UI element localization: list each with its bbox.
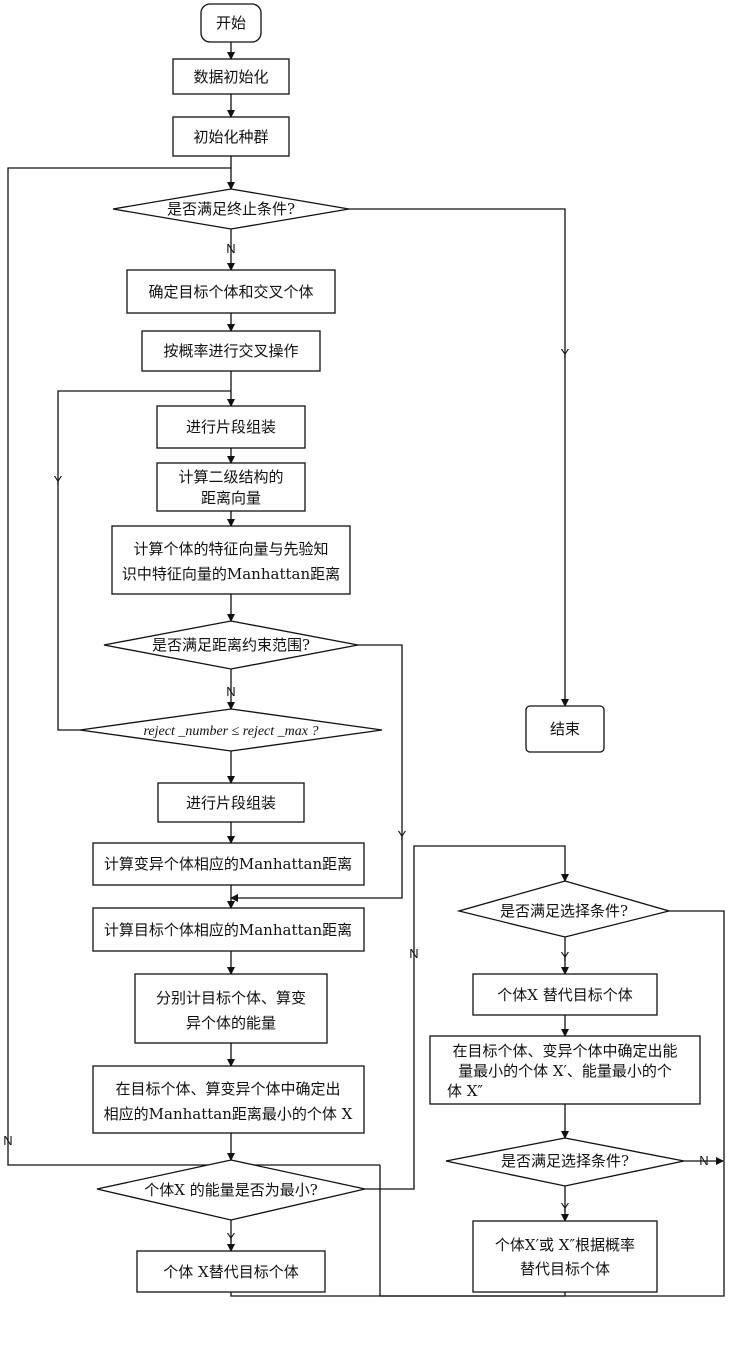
node-init-pop-label: 初始化种群 — [193, 128, 268, 146]
node-start: 开始 — [201, 4, 261, 42]
label-sel2-no: N — [699, 1153, 708, 1168]
node-x-replace-target-label: 个体 X替代目标个体 — [163, 1263, 298, 1281]
node-prob-replace-line1: 个体X′或 X″根据概率 — [495, 1236, 635, 1254]
node-min-manhattan-x-line1: 在目标个体、算变异个体中确定出 — [115, 1080, 340, 1098]
node-init-data: 数据初始化 — [173, 59, 289, 94]
node-mutant-manhattan: 计算变异个体相应的Manhattan距离 — [93, 843, 364, 885]
node-prob-replace-line2: 替代目标个体 — [520, 1260, 610, 1278]
node-start-label: 开始 — [216, 14, 246, 32]
label-energy-yes: Y — [227, 1230, 236, 1245]
decision-select-2: 是否满足选择条件? — [446, 1138, 684, 1186]
node-sec-struct-vector-line1: 计算二级结构的 — [178, 468, 283, 486]
decision-x-energy: 个体X 的能量是否为最小? — [97, 1160, 365, 1220]
node-fragment-assembly-1: 进行片段组装 — [157, 406, 305, 448]
label-outer-no: N — [3, 1133, 12, 1148]
label-term-yes: Y — [561, 346, 570, 361]
decision-reject-label: reject _number ≤ reject _max ? — [144, 724, 319, 739]
decision-termination-label: 是否满足终止条件? — [167, 200, 295, 218]
label-sel2-yes: Y — [561, 1200, 570, 1215]
node-fragment-assembly-2: 进行片段组装 — [158, 783, 304, 822]
node-min-manhattan-x: 在目标个体、算变异个体中确定出 相应的Manhattan距离最小的个体 X — [93, 1066, 364, 1133]
node-sec-struct-vector-line2: 距离向量 — [201, 489, 261, 507]
node-min-manhattan-x-line2: 相应的Manhattan距离最小的个体 X — [104, 1105, 353, 1123]
label-sel1-yes: Y — [561, 949, 570, 964]
node-energy-calc-line2: 异个体的能量 — [186, 1014, 276, 1032]
node-min-energy-x: 在目标个体、变异个体中确定出能 量最小的个体 X′、能量最小的个 体 X″ — [430, 1036, 700, 1104]
node-x-replace-target-2-label: 个体X 替代目标个体 — [497, 986, 632, 1004]
node-target-manhattan-label: 计算目标个体相应的Manhattan距离 — [104, 921, 352, 939]
node-fragment-assembly-2-label: 进行片段组装 — [186, 794, 276, 812]
node-sec-struct-vector: 计算二级结构的 距离向量 — [157, 463, 305, 511]
node-feature-manhattan-line2: 识中特征向量的Manhattan距离 — [122, 565, 340, 583]
label-term-no: N — [226, 241, 235, 256]
node-crossover: 按概率进行交叉操作 — [142, 331, 320, 371]
node-select-target-cross: 确定目标个体和交叉个体 — [127, 270, 335, 313]
node-feature-manhattan-line1: 计算个体的特征向量与先验知 — [133, 540, 328, 558]
node-prob-replace: 个体X′或 X″根据概率 替代目标个体 — [473, 1221, 657, 1292]
node-min-energy-x-line1: 在目标个体、变异个体中确定出能 — [452, 1042, 677, 1060]
node-min-energy-x-line3: 体 X″ — [447, 1082, 483, 1100]
node-fragment-assembly-1-label: 进行片段组装 — [186, 418, 276, 436]
decision-termination: 是否满足终止条件? — [113, 189, 349, 229]
label-loop-yes: Y — [54, 473, 63, 488]
node-init-data-label: 数据初始化 — [193, 68, 268, 86]
decision-select-1-label: 是否满足选择条件? — [500, 902, 628, 920]
node-feature-manhattan: 计算个体的特征向量与先验知 识中特征向量的Manhattan距离 — [112, 526, 350, 594]
node-min-energy-x-line2: 量最小的个体 X′、能量最小的个 — [458, 1062, 672, 1080]
node-end: 结束 — [526, 706, 604, 752]
decision-select-2-label: 是否满足选择条件? — [501, 1152, 629, 1170]
node-end-label: 结束 — [550, 720, 580, 738]
node-x-replace-target-2: 个体X 替代目标个体 — [473, 974, 657, 1015]
node-energy-calc-line1: 分别计目标个体、算变 — [156, 989, 306, 1007]
node-energy-calc: 分别计目标个体、算变 异个体的能量 — [135, 974, 327, 1043]
node-mutant-manhattan-label: 计算变异个体相应的Manhattan距离 — [104, 855, 352, 873]
node-target-manhattan: 计算目标个体相应的Manhattan距离 — [93, 908, 364, 951]
arrow-term-yes-to-end — [349, 209, 565, 706]
label-dist-yes: Y — [398, 828, 407, 843]
decision-select-1: 是否满足选择条件? — [459, 881, 669, 937]
label-dist-no: N — [226, 684, 235, 699]
decision-reject: reject _number ≤ reject _max ? — [80, 709, 382, 751]
decision-x-energy-label: 个体X 的能量是否为最小? — [144, 1181, 318, 1199]
node-x-replace-target: 个体 X替代目标个体 — [137, 1251, 325, 1292]
node-crossover-label: 按概率进行交叉操作 — [163, 342, 298, 360]
decision-distance-label: 是否满足距离约束范围? — [152, 636, 310, 654]
node-select-target-cross-label: 确定目标个体和交叉个体 — [148, 283, 313, 301]
label-energy-no: N — [409, 946, 418, 961]
node-init-pop: 初始化种群 — [173, 117, 289, 156]
decision-distance: 是否满足距离约束范围? — [104, 621, 358, 669]
